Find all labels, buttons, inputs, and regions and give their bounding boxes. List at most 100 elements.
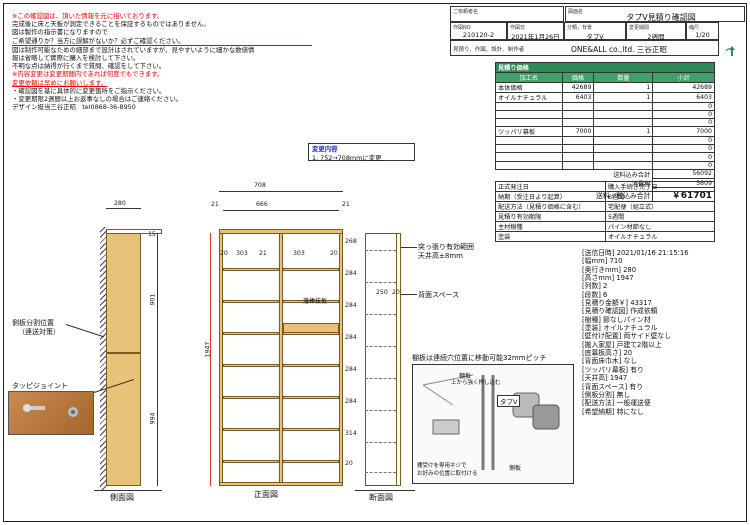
section-shelf-line	[365, 250, 396, 251]
info-line: [奥行きmm] 280	[582, 265, 637, 274]
estimate-cell	[561, 118, 595, 128]
shelf-sub: 上から強く押し込む	[451, 380, 501, 386]
split-callout: 側板分割位置	[12, 319, 54, 327]
front-bottom-board	[219, 482, 343, 486]
shelf-board	[223, 332, 279, 335]
estimate-cell	[495, 144, 563, 154]
estimate-cell: 0	[652, 152, 715, 162]
estimate-cell: 1	[593, 126, 654, 138]
spec-cell: 5週間	[605, 211, 715, 222]
side-board-label: 側板	[509, 465, 522, 472]
side-top-plate	[106, 229, 162, 234]
info-line: [見積り確認図] 作成依頼	[582, 307, 658, 316]
estimate-cell	[593, 110, 654, 120]
section-shelf-line	[365, 410, 396, 411]
note-line: ・確認図を基に具体的に変更箇所をご指示ください。	[12, 86, 166, 95]
shelf-board	[223, 396, 279, 399]
shelf-detail-box: 棚板 上から強く押し込む タプV 棚受けを専用ネジで お好みの位置に取付ける 側…	[412, 364, 574, 484]
front-right-side	[339, 233, 343, 486]
maker-box: 見積り、作図、設計、制作者 ONE&ALL co.,ltd. 三谷正昭	[450, 40, 719, 56]
dim-line	[157, 233, 158, 486]
shelf-board	[283, 268, 339, 271]
tension-callout: 突っ張り有効範囲	[418, 243, 474, 251]
section-dim-label: 284	[345, 366, 357, 373]
note-line: ・変更期限2週間以上お返事なしの場合はご連絡ください。	[12, 95, 183, 104]
estimate-cell: 0	[652, 144, 715, 154]
dim-line	[106, 208, 141, 209]
estimate-cell: 0	[652, 110, 715, 120]
estimate-cell	[561, 101, 595, 112]
change-text: 1. 752→708mmに変更	[312, 154, 382, 162]
screw-note-2: お好みの位置に取付ける	[417, 471, 478, 477]
estimate-cell	[593, 160, 654, 170]
spec-row: 塗装オイルナチュラル	[495, 231, 715, 242]
estimate-cell: 6403	[561, 92, 595, 103]
side-panel-lower	[106, 353, 141, 486]
info-line: [幅mm] 710	[582, 257, 623, 266]
shelf-note: 棚板は連続穴位置に移動可能32mmピッチ	[412, 354, 547, 362]
note-line: ご希望通りか？当方に誤解がないか？必ずご確認ください。	[12, 37, 312, 46]
category-box: 分類，背景 タプV	[564, 22, 626, 41]
section-shelf-line	[365, 282, 396, 283]
estimate-cell	[561, 110, 595, 120]
side-view-label: 側面図	[110, 493, 134, 502]
spec-cell: 納期（受注日より起算）	[495, 191, 606, 202]
tappy-joint-photo	[8, 391, 94, 435]
dim-label: 708	[254, 182, 266, 189]
shelf-board	[283, 428, 339, 431]
shelf-board	[223, 364, 279, 367]
dim-label: 21	[342, 201, 350, 208]
section-shelf-line	[365, 378, 396, 379]
dim-label: 20	[392, 289, 400, 296]
note-line: ※内容変更は変更期間内であれば何度でもできます。	[12, 70, 164, 79]
estimate-cell	[495, 118, 563, 128]
dim-label: 666	[256, 201, 268, 208]
change-box: 変更内容 1. 752→708mmに変更	[308, 143, 415, 162]
spec-cell: パイン材節なし	[605, 221, 715, 232]
side-panel-upper	[106, 233, 141, 353]
info-line: [配送方法] 一般運送便	[582, 399, 651, 408]
front-view-label: 正面図	[254, 490, 278, 499]
info-line: [搬入家屋] 戸建て2階以上	[582, 340, 662, 349]
leader-line	[401, 294, 417, 295]
estimate-cell: 1	[593, 82, 654, 93]
dim-label: 20	[220, 250, 228, 257]
estimate-cell	[561, 136, 595, 146]
spec-table: 正式発注日購入手続き完了日納期（受注日より起算）6週間配送方法（見積り価格に含む…	[495, 181, 715, 242]
estimate-cell	[495, 136, 563, 146]
shelf-board	[283, 364, 339, 367]
shelf-board	[283, 460, 339, 463]
estimate-row: 0	[495, 152, 715, 162]
estimate-cell	[495, 152, 563, 162]
dim-label: 20	[330, 250, 338, 257]
note-line: 図は製作の指示書になりますので	[12, 28, 108, 37]
estimate-cell: 0	[652, 160, 715, 170]
section-dim-label: 284	[345, 302, 357, 309]
spec-cell: 配送方法（見積り価格に含む）	[495, 201, 606, 212]
section-dim-label: 268	[345, 238, 357, 245]
dim-label: 303	[236, 250, 248, 257]
spec-row: 正式発注日購入手続き完了日	[495, 181, 715, 192]
dim-label: 901	[149, 293, 157, 306]
section-shelf-line	[365, 314, 396, 315]
info-line: [送信日時] 2021/01/16 21:15:16	[582, 249, 689, 257]
estimate-cell	[593, 152, 654, 162]
estimate-cell: 本体価格	[495, 82, 563, 93]
section-shelf-line	[365, 472, 396, 473]
estimate-cell	[593, 118, 654, 128]
spec-cell: 6週間	[605, 191, 715, 202]
estimate-cell	[593, 136, 654, 146]
customer-box: ご依頼者名	[450, 6, 564, 22]
shelf-board	[283, 300, 339, 303]
tabv-label: タプV	[497, 395, 521, 407]
shelf-board	[283, 396, 339, 399]
estimate-cell: 7000	[652, 126, 715, 138]
date-box: 作図日 2021年1月26日	[507, 22, 564, 41]
note-line: 完成後に床と天板が測定できることを保証するものではありません。	[12, 20, 210, 29]
estimate-cell	[495, 110, 563, 120]
dim-label: 250	[376, 289, 388, 296]
shelf-label: 棚板	[459, 373, 472, 380]
info-line: [樹種] 節なしパイン材	[582, 315, 651, 324]
